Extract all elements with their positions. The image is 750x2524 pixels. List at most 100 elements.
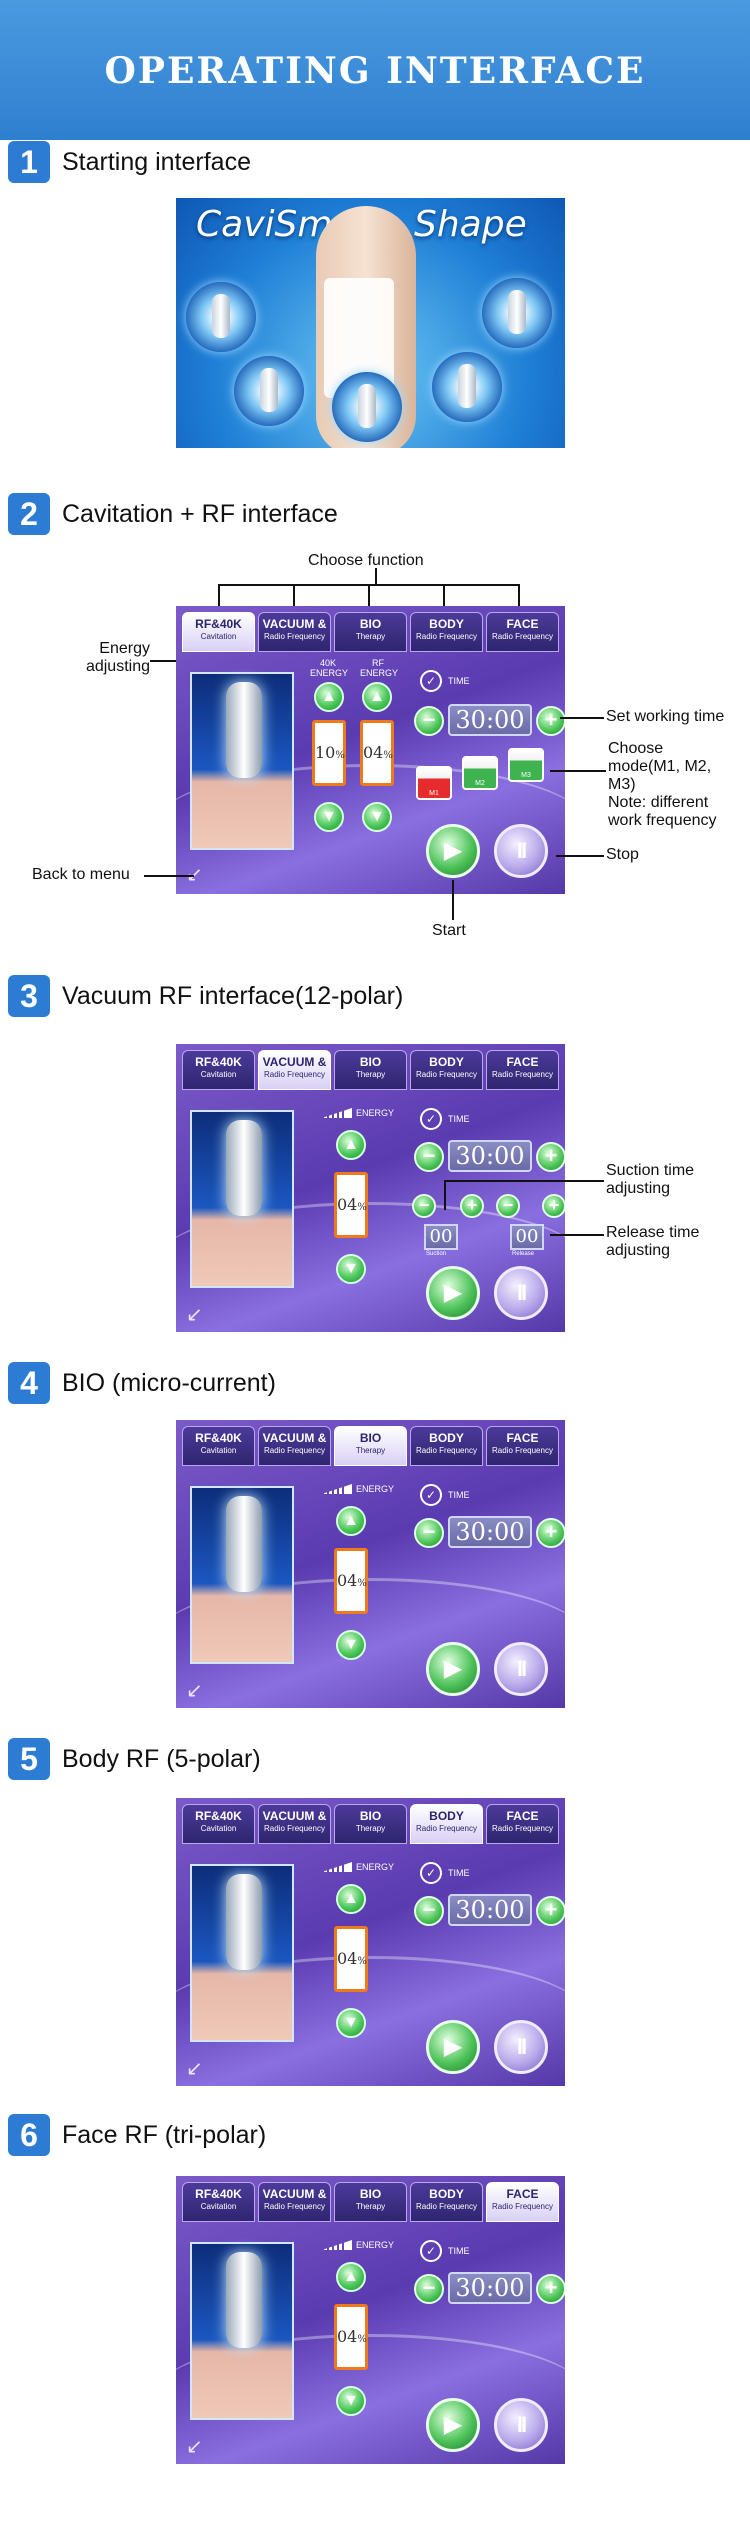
energy-value: 04% xyxy=(334,1172,368,1238)
start-button[interactable]: ▶ xyxy=(426,1642,480,1696)
tab-sublabel: Cavitation xyxy=(200,1446,237,1455)
tab-label: VACUUM & xyxy=(262,1055,327,1069)
time-minus-button[interactable]: − xyxy=(414,2274,444,2304)
time-minus-button[interactable]: − xyxy=(414,1142,444,1172)
back-icon[interactable]: ↙ xyxy=(186,2436,203,2458)
tab-vacuum[interactable]: VACUUM &Radio Frequency xyxy=(258,612,331,652)
callout-line xyxy=(368,584,370,608)
probe-icon xyxy=(226,682,262,778)
tab-label: VACUUM & xyxy=(262,617,327,631)
tab-vacuum[interactable]: VACUUM &Radio Frequency xyxy=(258,2182,331,2222)
stop-button[interactable]: II xyxy=(494,2398,548,2452)
energy-up-button[interactable]: ▲ xyxy=(336,1884,366,1914)
annotation-back-to-menu: Back to menu xyxy=(32,866,130,883)
tab-label: BODY xyxy=(429,1809,464,1823)
value-text: 04 xyxy=(337,1195,358,1214)
callout-line xyxy=(218,584,220,608)
energy-down-button[interactable]: ▼ xyxy=(336,1254,366,1284)
time-plus-button[interactable]: + xyxy=(536,1896,565,1926)
start-button[interactable]: ▶ xyxy=(426,824,480,878)
cav-energy-up-button[interactable]: ▲ xyxy=(314,682,344,712)
mode-m3-button[interactable]: M3 xyxy=(508,748,544,782)
time-plus-button[interactable]: + xyxy=(536,1142,565,1172)
suction-plus-button[interactable]: + xyxy=(460,1194,484,1218)
callout-line xyxy=(560,717,604,719)
time-plus-button[interactable]: + xyxy=(536,2274,565,2304)
back-icon[interactable]: ↙ xyxy=(186,1680,203,1702)
mode-m1-button[interactable]: M1 xyxy=(416,766,452,800)
starting-screen[interactable]: CaviSm Shape xyxy=(176,198,565,448)
time-plus-button[interactable]: + xyxy=(536,1518,565,1548)
tab-label: VACUUM & xyxy=(262,1431,327,1445)
energy-up-button[interactable]: ▲ xyxy=(336,1506,366,1536)
back-icon[interactable]: ↙ xyxy=(186,2058,203,2080)
start-button[interactable]: ▶ xyxy=(426,2020,480,2074)
energy-up-button[interactable]: ▲ xyxy=(336,1130,366,1160)
back-icon[interactable]: ↙ xyxy=(186,1304,203,1326)
tab-sublabel: Radio Frequency xyxy=(492,1446,553,1455)
release-plus-button[interactable]: + xyxy=(542,1194,565,1218)
energy-down-button[interactable]: ▼ xyxy=(336,1630,366,1660)
cav-energy-down-button[interactable]: ▼ xyxy=(314,802,344,832)
time-plus-button[interactable]: + xyxy=(536,706,565,736)
stop-button[interactable]: II xyxy=(494,1642,548,1696)
start-button[interactable]: ▶ xyxy=(426,1266,480,1320)
handpiece-vacuum-icon[interactable] xyxy=(234,356,304,426)
mode-m2-button[interactable]: M2 xyxy=(462,756,498,790)
time-minus-button[interactable]: − xyxy=(414,1518,444,1548)
tab-label: RF&40K xyxy=(195,2187,242,2201)
energy-value: 04% xyxy=(334,1548,368,1614)
tab-vacuum[interactable]: VACUUM &Radio Frequency xyxy=(258,1050,331,1090)
time-minus-button[interactable]: − xyxy=(414,1896,444,1926)
energy-up-button[interactable]: ▲ xyxy=(336,2262,366,2292)
callout-line xyxy=(443,584,445,608)
energy-down-button[interactable]: ▼ xyxy=(336,2386,366,2416)
handpiece-face-icon[interactable] xyxy=(482,278,552,348)
tab-vacuum[interactable]: VACUUM &Radio Frequency xyxy=(258,1426,331,1466)
start-button[interactable]: ▶ xyxy=(426,2398,480,2452)
handpiece-cavitation-icon[interactable] xyxy=(186,282,256,352)
release-minus-button[interactable]: − xyxy=(496,1194,520,1218)
rf-energy-up-button[interactable]: ▲ xyxy=(362,682,392,712)
section-number-badge: 1 xyxy=(8,141,50,183)
callout-line xyxy=(550,770,606,772)
handpiece-image xyxy=(190,1864,294,2042)
handpiece-bio-icon[interactable] xyxy=(332,372,402,442)
back-icon[interactable]: ↙ xyxy=(186,864,203,886)
handpiece-body-icon[interactable] xyxy=(432,352,502,422)
suction-minus-button[interactable]: − xyxy=(412,1194,436,1218)
stop-button[interactable]: II xyxy=(494,1266,548,1320)
rf-energy-down-button[interactable]: ▼ xyxy=(362,802,392,832)
decorative-wave xyxy=(176,1578,565,1698)
tab-vacuum[interactable]: VACUUM &Radio Frequency xyxy=(258,1804,331,1844)
time-minus-button[interactable]: − xyxy=(414,706,444,736)
stop-button[interactable]: II xyxy=(494,2020,548,2074)
stop-button[interactable]: II xyxy=(494,824,548,878)
brand-right: Shape xyxy=(414,204,527,245)
energy-down-button[interactable]: ▼ xyxy=(336,2008,366,2038)
